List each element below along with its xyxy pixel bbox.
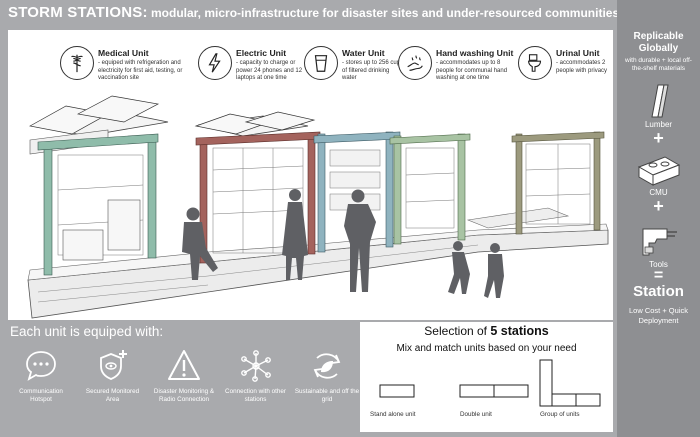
unit-urinal-name: Urinal Unit	[556, 48, 600, 58]
unit-handwashing-name: Hand washing Unit	[436, 48, 514, 58]
shield-plus-icon	[99, 350, 127, 380]
unit-medical: Medical Unit - equiped with refrigeratio…	[60, 34, 188, 96]
feature-label: Secured Monitored Area	[85, 388, 140, 403]
unit-medical-desc: - equiped with refrigeration and electri…	[98, 60, 183, 81]
people-silhouettes	[182, 189, 504, 298]
material-tools: Tools	[617, 223, 700, 269]
sidebar-header: Replicable Globally	[633, 31, 684, 54]
medical-unit-structure	[29, 111, 169, 276]
layout-double-shape-a	[459, 384, 495, 398]
materials-sidebar: Replicable Globally with durable + local…	[617, 0, 700, 437]
material-lumber: Lumber	[617, 81, 700, 129]
feature-item: Sustainable and off the grid	[294, 348, 360, 404]
lumber-icon	[650, 84, 669, 118]
lightning-icon	[198, 46, 232, 80]
unit-handwashing-desc: - accommodates up to 8 people for commun…	[436, 60, 508, 81]
material-cmu: CMU	[617, 153, 700, 197]
selection-count: 5 stations	[490, 324, 549, 338]
selection-title-pre: Selection of	[424, 324, 491, 338]
recycle-leaf-icon	[313, 353, 341, 379]
unit-urinal-desc: - accommodates 2 people with privacy	[556, 60, 608, 74]
unit-water: Water Unit - stores up to 256 cups of fi…	[304, 34, 404, 96]
layout-stand-alone-label: Stand alone unit	[370, 411, 416, 418]
hand-washing-icon	[398, 46, 432, 80]
feature-item: Disaster Monitoring & Radio Connection	[151, 348, 217, 404]
feature-item: Connection with other stations	[223, 348, 289, 404]
network-icon	[240, 350, 271, 382]
feature-label: Connection with other stations	[225, 388, 286, 403]
urinal-unit-structure	[511, 131, 605, 235]
feature-label: Communication Hotspot	[19, 388, 63, 403]
layout-group-shape-v	[539, 359, 553, 407]
water-unit-structure	[313, 131, 401, 253]
sidebar-subheader: with durable + local off-the-shelf mater…	[625, 57, 692, 72]
feature-label: Sustainable and off the grid	[294, 388, 360, 403]
base-platform-top	[27, 223, 609, 281]
selection-panel: Selection of 5 stations Mix and match un…	[360, 322, 613, 432]
medical-caduceus-icon	[60, 46, 94, 80]
unit-urinal: Urinal Unit - accommodates 2 people with…	[518, 34, 613, 96]
selection-title: Selection of 5 stations	[360, 324, 613, 338]
cmu-block-icon	[637, 156, 680, 186]
layout-double-shape-b	[493, 384, 529, 398]
unit-electric-desc: - capacity to charge or power 24 phones …	[236, 60, 303, 81]
unit-handwashing: Hand washing Unit - accommodates up to 8…	[398, 34, 520, 96]
title-subtitle: modular, micro-infrastructure for disast…	[147, 6, 618, 20]
equals-sign: =	[653, 267, 664, 284]
page-title: STORM STATIONS: modular, micro-infrastru…	[8, 4, 618, 28]
solar-panels	[28, 95, 316, 135]
unit-medical-name: Medical Unit	[98, 48, 149, 58]
toilet-icon	[518, 46, 552, 80]
low-cost-note: Low Cost + Quick Deployment	[629, 306, 688, 325]
layout-stand-alone-shape	[379, 384, 415, 398]
feature-item: Communication Hotspot	[8, 348, 74, 404]
features-row: Communication Hotspot Secured Monitored …	[8, 348, 360, 404]
modular-units-drawing	[27, 95, 609, 319]
warning-triangle-icon	[168, 350, 200, 380]
drill-icon	[642, 228, 677, 256]
material-lumber-label: Lumber	[644, 120, 673, 129]
features-heading: Each unit is equiped with:	[10, 324, 164, 339]
unit-water-desc: - stores up to 256 cups of filtered drin…	[342, 60, 404, 81]
layout-group-shape-h2	[575, 393, 601, 407]
material-tools-label: Tools	[649, 260, 668, 269]
feature-label: Disaster Monitoring & Radio Connection	[153, 388, 215, 403]
plus-sign: +	[653, 196, 664, 216]
plus-sign: +	[653, 128, 664, 148]
stations-illustration: Medical Unit - equiped with refrigeratio…	[8, 30, 613, 320]
water-cup-icon	[304, 46, 338, 80]
unit-water-name: Water Unit	[342, 48, 385, 58]
material-cmu-label: CMU	[649, 188, 668, 197]
layout-diagrams	[379, 359, 601, 407]
unit-electric: Electric Unit - capacity to charge or po…	[198, 34, 306, 96]
unit-features: Each unit is equiped with: Communication…	[8, 322, 360, 432]
unit-electric-name: Electric Unit	[236, 48, 287, 58]
selection-subtitle: Mix and match units based on your need	[396, 343, 577, 354]
feature-item: Secured Monitored Area	[80, 348, 146, 404]
station-result: Station	[633, 283, 684, 300]
layout-group-label: Group of units	[540, 411, 580, 418]
layout-double-label: Double unit	[460, 411, 492, 418]
speech-bubble-icon	[26, 351, 56, 381]
title-brand: STORM STATIONS:	[8, 4, 148, 21]
layout-group-shape-h1	[551, 393, 577, 407]
